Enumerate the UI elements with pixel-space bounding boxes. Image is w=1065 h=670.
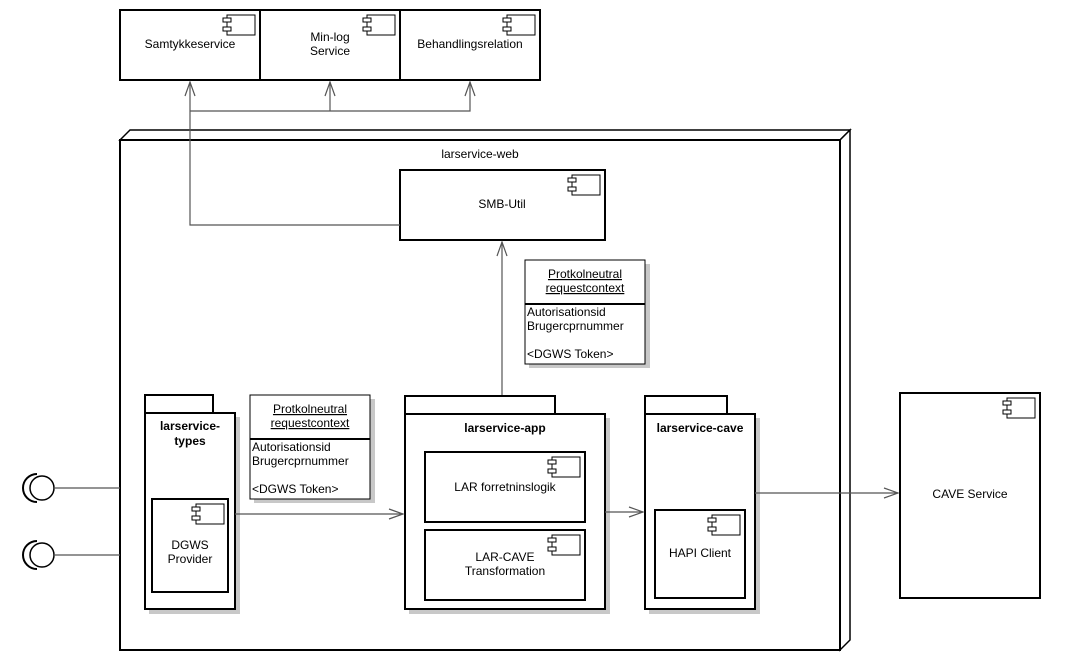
context-left-attr3: <DGWS Token> <box>252 482 338 496</box>
larservice-app-package: larservice-app LAR forretninslogik LAR-C… <box>404 395 610 614</box>
interface-lollipop-1 <box>22 473 120 503</box>
min-log-label-line2: Service <box>310 44 350 58</box>
hapi-client-component: HAPI Client <box>654 509 746 599</box>
arrow-to-samtykke <box>184 80 196 97</box>
component-icon <box>502 14 536 36</box>
samtykkeservice-label: Samtykkeservice <box>145 37 236 51</box>
component-icon <box>547 456 581 478</box>
component-icon <box>362 14 396 36</box>
context-left-title-line1: Protkolneutral <box>273 402 347 416</box>
component-icon <box>1002 397 1036 419</box>
context-left-attr2: Brugercprnummer <box>252 454 349 468</box>
min-log-label-line1: Min-log <box>310 30 349 44</box>
context-left-attr1: Autorisationsid <box>252 440 331 454</box>
context-top-attr3: <DGWS Token> <box>527 347 613 361</box>
request-context-class-left: Protkolneutral requestcontext Autorisati… <box>249 394 375 503</box>
arrow-to-behandling <box>464 80 476 97</box>
context-top-title-line2: requestcontext <box>546 281 625 295</box>
component-icon <box>191 503 225 525</box>
request-context-class-top: Protkolneutral requestcontext Autorisati… <box>524 259 650 368</box>
app-to-cave-connector <box>605 506 645 518</box>
larservice-app-label: larservice-app <box>464 421 545 435</box>
component-icon <box>222 14 256 36</box>
lar-forretninslogik-label: LAR forretninslogik <box>454 480 556 494</box>
app-to-smb-util-connector <box>496 240 508 397</box>
component-icon <box>567 174 601 196</box>
context-top-attr2: Brugercprnummer <box>527 319 624 333</box>
smb-util-component: SMB-Util <box>399 169 606 241</box>
min-log-service-component: Min-log Service <box>259 9 401 81</box>
larservice-types-label-line1: larservice- <box>160 419 220 433</box>
hapi-client-label: HAPI Client <box>669 546 732 560</box>
arrow-to-min-log <box>324 80 336 97</box>
smb-util-label: SMB-Util <box>478 197 525 211</box>
dgws-provider-component: DGWS Provider <box>151 498 229 593</box>
larservice-cave-label: larservice-cave <box>657 421 744 435</box>
smb-util-to-services-connector <box>184 80 476 226</box>
cave-to-cave-service-connector <box>755 487 900 499</box>
cave-service-component: CAVE Service <box>899 392 1041 599</box>
interface-lollipop-2 <box>22 540 120 570</box>
larservice-web-label: larservice-web <box>441 147 519 161</box>
component-icon <box>707 514 741 536</box>
context-top-title-line1: Protkolneutral <box>548 267 622 281</box>
component-icon <box>547 534 581 556</box>
context-left-title-line2: requestcontext <box>271 416 350 430</box>
lar-cave-transformation-component: LAR-CAVE Transformation <box>424 529 586 601</box>
types-to-app-connector <box>235 508 405 520</box>
dgws-provider-label-line1: DGWS <box>171 538 208 552</box>
larservice-types-package: larservice- types DGWS Provider <box>144 394 240 614</box>
behandlingsrelation-component: Behandlingsrelation <box>399 9 541 81</box>
cave-service-label: CAVE Service <box>932 487 1007 501</box>
behandlingsrelation-label: Behandlingsrelation <box>417 37 522 51</box>
lar-cave-transformation-label-line1: LAR-CAVE <box>475 550 534 564</box>
samtykkeservice-component: Samtykkeservice <box>119 9 261 81</box>
dgws-provider-label-line2: Provider <box>168 552 213 566</box>
lar-forretninslogik-component: LAR forretninslogik <box>424 451 586 523</box>
larservice-types-label-line2: types <box>174 434 206 448</box>
context-top-attr1: Autorisationsid <box>527 305 606 319</box>
larservice-cave-package: larservice-cave HAPI Client <box>644 395 760 614</box>
lar-cave-transformation-label-line2: Transformation <box>465 564 545 578</box>
